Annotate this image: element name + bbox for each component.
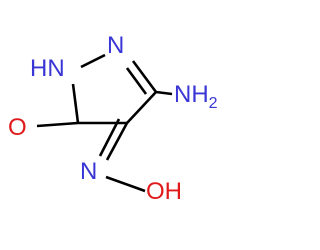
bond-c5-nh bbox=[71, 83, 80, 124]
amino-subscript: 2 bbox=[208, 95, 218, 112]
structure-canvas: HN N NH2 O N OH bbox=[8, 33, 218, 204]
amino-label: NH2 bbox=[174, 81, 218, 113]
bond-c3-c4 bbox=[126, 91, 157, 124]
bond-c4-n-oxime-single bbox=[105, 122, 129, 161]
ring-nh-label: HN bbox=[30, 57, 65, 81]
bond-nh-n bbox=[80, 53, 106, 69]
bond-c3-nh2 bbox=[155, 90, 173, 96]
oxime-nitrogen-label: N bbox=[80, 160, 97, 184]
carbonyl-oxygen-label: O bbox=[8, 116, 27, 140]
amino-text: NH bbox=[174, 81, 209, 108]
carbonyl-oxygen-text: O bbox=[8, 114, 27, 141]
ring-nh-text: HN bbox=[30, 55, 65, 82]
molecule-diagram bbox=[36, 53, 173, 193]
hydroxyl-label: OH bbox=[146, 180, 182, 204]
hydroxyl-text: OH bbox=[146, 178, 182, 205]
bond-n-c3-double bbox=[125, 67, 148, 95]
oxime-nitrogen-text: N bbox=[80, 158, 98, 185]
ring-n-label: N bbox=[107, 34, 124, 58]
ring-n-text: N bbox=[107, 32, 125, 59]
bond-c4-n-oxime-double bbox=[98, 118, 121, 157]
bond-n-oh bbox=[105, 175, 146, 193]
bond-c5-o bbox=[36, 121, 79, 128]
bond-n-c3-single bbox=[131, 60, 158, 93]
